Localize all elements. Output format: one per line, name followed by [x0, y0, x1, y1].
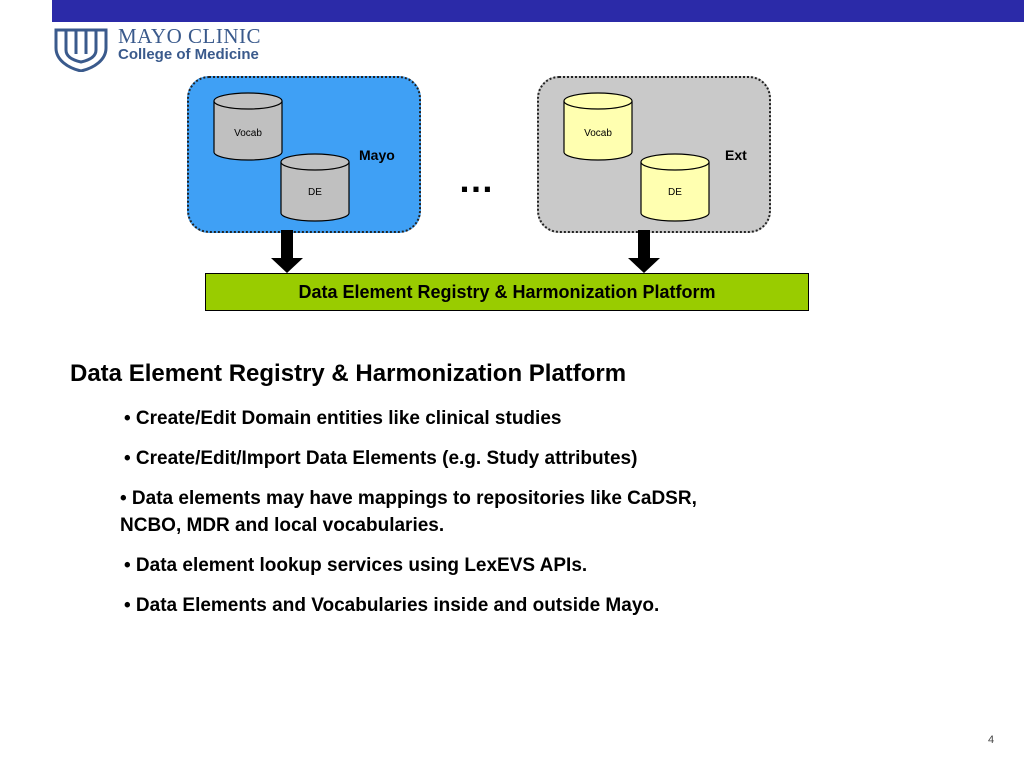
- shield-icon: [54, 28, 108, 72]
- bullet-text: • Create/Edit Domain entities like clini…: [124, 408, 562, 429]
- bullet-list: • Create/Edit Domain entities like clini…: [120, 405, 804, 632]
- database-label: Vocab: [234, 128, 262, 139]
- database-label: DE: [308, 187, 322, 198]
- database-label: DE: [668, 187, 682, 198]
- group-label-ext: Ext: [725, 147, 747, 163]
- mayo-de-database: DE: [280, 153, 350, 223]
- ext-vocab-database: Vocab: [563, 92, 633, 162]
- section-heading: Data Element Registry & Harmonization Pl…: [70, 360, 627, 387]
- platform-box: Data Element Registry & Harmonization Pl…: [205, 273, 809, 311]
- bullet-item: • Data element lookup services using Lex…: [124, 552, 804, 579]
- group-label-mayo: Mayo: [359, 147, 395, 163]
- ellipsis: …: [458, 159, 494, 200]
- database-icon: [213, 92, 283, 161]
- bullet-text: • Data element lookup services using Lex…: [124, 555, 588, 576]
- down-arrow-icon: [271, 230, 303, 273]
- database-icon: [280, 153, 350, 222]
- database-icon: [640, 153, 710, 222]
- mayo-vocab-database: Vocab: [213, 92, 283, 162]
- down-arrow-icon: [628, 230, 660, 273]
- ext-de-database: DE: [640, 153, 710, 223]
- bullet-item: • Data Elements and Vocabularies inside …: [124, 592, 804, 619]
- database-icon: [563, 92, 633, 161]
- logo-subtitle: College of Medicine: [118, 46, 259, 63]
- top-banner: [52, 0, 1024, 22]
- bullet-text: • Data elements may have mappings to rep…: [120, 488, 697, 536]
- bullet-item: • Data elements may have mappings to rep…: [120, 485, 730, 539]
- logo-title: MAYO CLINIC: [118, 24, 261, 48]
- bullet-item: • Create/Edit/Import Data Elements (e.g.…: [124, 445, 804, 472]
- bullet-item: • Create/Edit Domain entities like clini…: [124, 405, 804, 432]
- page-number: 4: [988, 734, 995, 746]
- mayo-clinic-logo: MAYO CLINIC College of Medicine: [52, 24, 292, 72]
- bullet-text: • Data Elements and Vocabularies inside …: [124, 595, 660, 616]
- bullet-text: • Create/Edit/Import Data Elements (e.g.…: [124, 448, 638, 469]
- platform-label: Data Element Registry & Harmonization Pl…: [298, 281, 716, 302]
- database-label: Vocab: [584, 128, 612, 139]
